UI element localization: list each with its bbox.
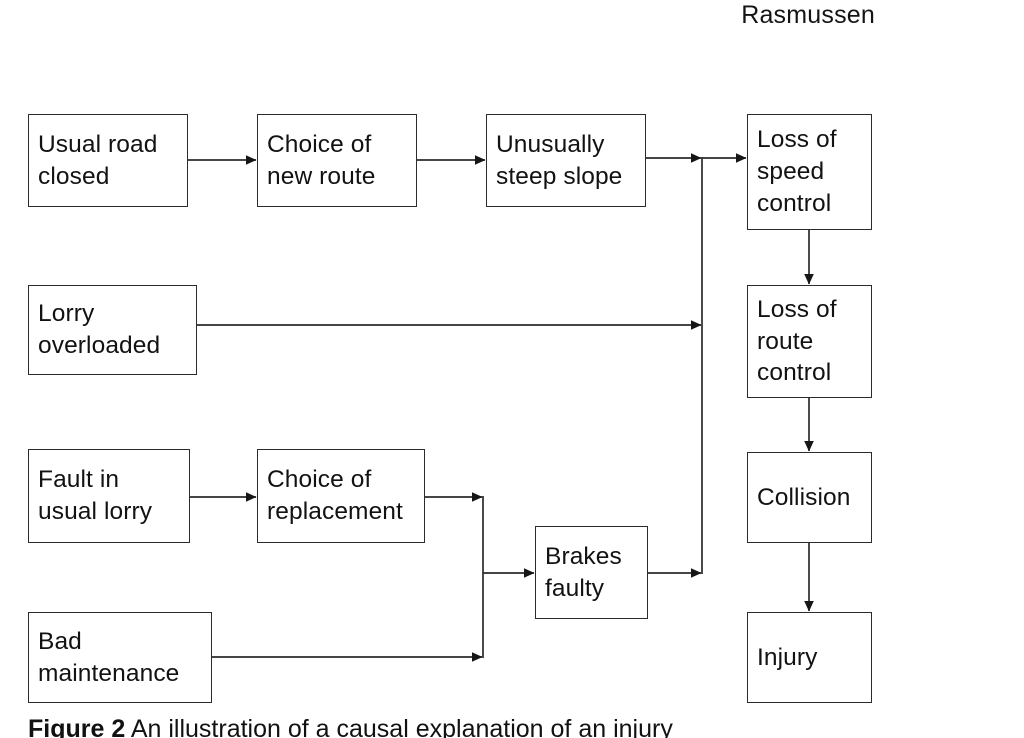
node-label: Injury	[757, 643, 818, 671]
node-label: Bad maintenance	[38, 627, 180, 687]
node-label: Choice of replacement	[267, 466, 403, 525]
node-choice-of-replacement: Choice of replacement	[257, 449, 425, 543]
node-label: Brakes faulty	[545, 542, 622, 602]
node-lorry-overloaded: Lorry overloaded	[28, 285, 197, 375]
node-loss-of-route-control: Loss of route control	[747, 285, 872, 398]
node-brakes-faulty: Brakes faulty	[535, 526, 648, 619]
node-injury: Injury	[747, 612, 872, 703]
node-label: Choice of new route	[267, 130, 376, 190]
figure-caption-text: An illustration of a causal explanation …	[130, 715, 673, 738]
figure-caption: Figure 2 An illustration of a causal exp…	[28, 714, 1008, 738]
node-loss-of-speed-control: Loss of speed control	[747, 114, 872, 230]
node-bad-maintenance: Bad maintenance	[28, 612, 212, 703]
node-label: Unusually steep slope	[496, 130, 623, 190]
node-choice-new-route: Choice of new route	[257, 114, 417, 207]
node-collision: Collision	[747, 452, 872, 543]
node-label: Lorry overloaded	[38, 300, 161, 359]
node-unusually-steep-slope: Unusually steep slope	[486, 114, 646, 207]
figure-caption-lead: Figure 2	[28, 715, 126, 738]
node-usual-road-closed: Usual road closed	[28, 114, 188, 207]
node-label: Collision	[757, 483, 851, 511]
node-fault-in-usual-lorry: Fault in usual lorry	[28, 449, 190, 543]
node-label: Loss of route control	[757, 295, 837, 387]
running-head: Rasmussen	[741, 1, 875, 29]
node-label: Loss of speed control	[757, 126, 837, 217]
node-label: Usual road closed	[38, 130, 158, 190]
node-label: Fault in usual lorry	[38, 466, 153, 525]
